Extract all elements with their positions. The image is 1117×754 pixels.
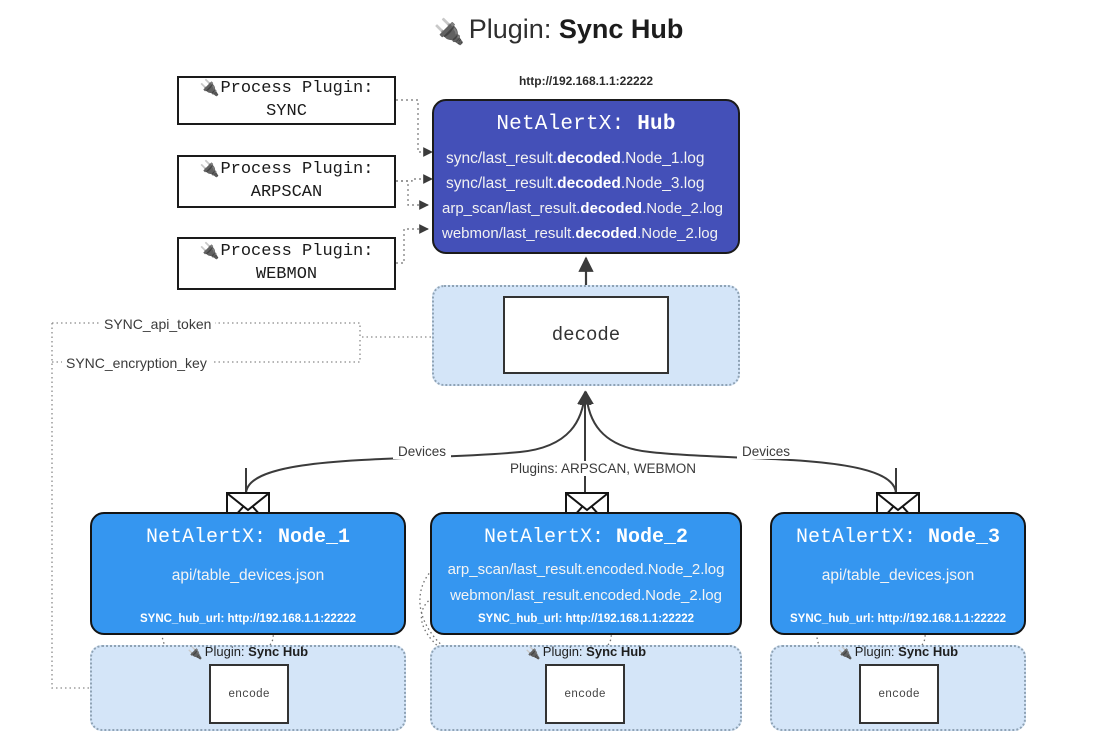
- plug-icon: 🔌: [199, 160, 220, 178]
- node-title: NetAlertX: Node_3: [795, 526, 1001, 549]
- plug-icon: 🔌: [433, 18, 465, 46]
- hub-log-list: sync/last_result.decoded.Node_1.log sync…: [434, 146, 738, 246]
- process-plugin-label: Process Plugin:: [220, 159, 374, 179]
- process-plugin-name: WEBMON: [255, 264, 318, 284]
- node-footer: SYNC_hub_url: http://192.168.1.1:22222: [477, 613, 695, 625]
- plug-icon: 🔌: [199, 79, 220, 97]
- node-line: api/table_devices.json: [821, 567, 975, 584]
- hub-node[interactable]: NetAlertX: Hub sync/last_result.decoded.…: [432, 99, 740, 254]
- process-plugin-sync[interactable]: 🔌Process Plugin: SYNC: [177, 76, 396, 125]
- process-plugin-name: ARPSCAN: [250, 182, 323, 202]
- node-3[interactable]: NetAlertX: Node_3 api/table_devices.json…: [770, 512, 1026, 635]
- node-body: arp_scan/last_result.encoded.Node_2.log …: [432, 557, 740, 609]
- node-title: NetAlertX: Node_2: [483, 526, 689, 549]
- node-body: api/table_devices.json: [92, 563, 404, 589]
- node-2[interactable]: NetAlertX: Node_2 arp_scan/last_result.e…: [430, 512, 742, 635]
- node-line: api/table_devices.json: [171, 567, 325, 584]
- hub-log-item: sync/last_result.decoded.Node_1.log: [446, 150, 705, 167]
- encode-box[interactable]: encode: [209, 664, 289, 724]
- process-plugin-arpscan[interactable]: 🔌Process Plugin: ARPSCAN: [177, 155, 396, 208]
- node-footer: SYNC_hub_url: http://192.168.1.1:22222: [789, 613, 1007, 625]
- node-footer: SYNC_hub_url: http://192.168.1.1:22222: [139, 613, 357, 625]
- hub-title: NetAlertX: Hub: [434, 113, 738, 136]
- encode-box[interactable]: encode: [545, 664, 625, 724]
- edge-label-plugins: Plugins: ARPSCAN, WEBMON: [505, 461, 702, 476]
- node-line: arp_scan/last_result.encoded.Node_2.log: [447, 561, 725, 578]
- plug-icon: 🔌: [525, 646, 541, 660]
- encode-plugin-label: 🔌Plugin: Sync Hub: [525, 644, 647, 660]
- process-plugin-name: SYNC: [266, 101, 307, 121]
- hub-log-item: arp_scan/last_result.decoded.Node_2.log: [442, 200, 723, 217]
- encode-plugin-label: 🔌Plugin: Sync Hub: [837, 644, 959, 660]
- process-plugin-webmon[interactable]: 🔌Process Plugin: WEBMON: [177, 237, 396, 290]
- process-plugin-label: Process Plugin:: [220, 78, 374, 98]
- decode-box[interactable]: decode: [503, 296, 669, 374]
- plug-icon: 🔌: [837, 646, 853, 660]
- hub-log-item: sync/last_result.decoded.Node_3.log: [446, 175, 705, 192]
- title-prefix: Plugin:: [468, 14, 552, 44]
- node-line: webmon/last_result.encoded.Node_2.log: [450, 587, 722, 604]
- node-title: NetAlertX: Node_1: [145, 526, 351, 549]
- page-title: 🔌Plugin: Sync Hub: [0, 14, 1117, 47]
- hub-url: http://192.168.1.1:22222: [518, 74, 654, 88]
- plug-icon: 🔌: [187, 646, 203, 660]
- edge-label-devices-right: Devices: [737, 444, 796, 459]
- encode-container-node-3: 🔌Plugin: Sync Hub encode: [770, 644, 1026, 731]
- sync-encryption-key-label: SYNC_encryption_key: [62, 355, 211, 371]
- encode-plugin-label: 🔌Plugin: Sync Hub: [187, 644, 309, 660]
- edge-label-devices-left: Devices: [393, 444, 452, 459]
- node-body: api/table_devices.json: [772, 563, 1024, 589]
- plug-icon: 🔌: [199, 242, 220, 260]
- encode-container-node-2: 🔌Plugin: Sync Hub encode: [430, 644, 742, 731]
- title-name: Sync Hub: [558, 14, 684, 44]
- sync-api-token-label: SYNC_api_token: [100, 316, 216, 332]
- encode-container-node-1: 🔌Plugin: Sync Hub encode: [90, 644, 406, 731]
- encode-box[interactable]: encode: [859, 664, 939, 724]
- hub-title-name: Hub: [637, 113, 676, 136]
- hub-log-item: webmon/last_result.decoded.Node_2.log: [442, 225, 718, 242]
- hub-title-prefix: NetAlertX:: [496, 113, 625, 136]
- node-1[interactable]: NetAlertX: Node_1 api/table_devices.json…: [90, 512, 406, 635]
- process-plugin-label: Process Plugin:: [220, 241, 374, 261]
